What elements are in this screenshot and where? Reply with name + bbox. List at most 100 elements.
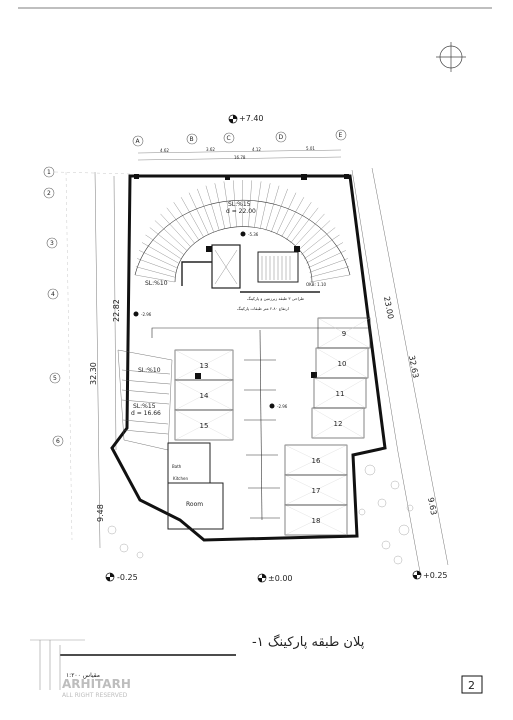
- ramp-tick: [214, 183, 226, 229]
- tree-icon: [390, 480, 400, 490]
- level-marker-center: -2.96: [269, 403, 288, 409]
- level-marker-left: -2.96: [133, 311, 152, 317]
- elevation-marker-top: +7.40: [228, 114, 264, 124]
- ramp-tick: [154, 220, 187, 251]
- ramp-tick: [265, 185, 280, 231]
- ramp-tick: [301, 227, 336, 255]
- parking-stall-diagonal: [284, 504, 348, 536]
- top-dim-2: 3.62: [206, 147, 215, 152]
- ramp-tick: [309, 258, 348, 273]
- page-number-box: [461, 675, 483, 694]
- watermark-brand: ARHITARH: [62, 677, 131, 691]
- columns: [134, 174, 349, 379]
- tree-icon: [381, 540, 391, 550]
- ramp-tick: [259, 183, 271, 229]
- dim-right-outer: 32.63: [407, 355, 420, 379]
- ramp-tick: [298, 220, 331, 251]
- ramp-tick: [271, 188, 288, 233]
- grid-row-5: 5: [53, 375, 57, 382]
- parking-stall-diagonal: [313, 377, 367, 409]
- ramp-tick: [188, 192, 209, 235]
- curved-ramp-ticks: [135, 180, 350, 283]
- column-grid-labels: A B C D E: [136, 132, 343, 145]
- parking-stall-number: 10: [338, 360, 347, 368]
- ramp-lower-slope: SL:%15: [133, 403, 156, 410]
- tree-icon: [406, 504, 414, 512]
- tree-icon: [358, 508, 366, 516]
- stair-core: [257, 251, 299, 283]
- parking-stall-diagonal: [284, 474, 348, 506]
- ramp-tick: [310, 266, 350, 278]
- ramp-lower-distance: d = 16.66: [131, 410, 161, 417]
- elevation-right-label: +0.25: [423, 571, 448, 580]
- elevation-center-label: ±0.00: [268, 574, 293, 583]
- note-line-2: ارتفاع ۲.۸۰ متر طبقات پارکینگ: [237, 306, 289, 311]
- parking-stall: [284, 504, 348, 536]
- ramp-tick: [286, 202, 312, 240]
- parking-stall-number: 17: [312, 487, 321, 495]
- dim-left-outer: 32.30: [89, 362, 98, 385]
- ramp-tick: [254, 181, 262, 228]
- kitchen-label: Kitchen: [173, 476, 188, 481]
- ramp-tick: [137, 258, 176, 273]
- ramp-tick: [248, 180, 252, 228]
- ramp-tick: [304, 234, 340, 259]
- ramp-tick: [149, 227, 184, 255]
- tree-icon: [398, 524, 410, 536]
- ramp-tick: [205, 185, 220, 231]
- top-dim-4: 5.01: [306, 146, 315, 151]
- logo-mark: [30, 639, 85, 690]
- parking-stall-diagonal: [174, 409, 234, 441]
- grid-row-1: 1: [47, 169, 51, 176]
- elevation-marker-right: +0.25: [412, 570, 448, 580]
- ramp-mid-slope: SL:%10: [138, 367, 161, 374]
- parking-stall-diagonal: [174, 349, 234, 381]
- ramp-tick: [139, 250, 177, 268]
- stair-treads: [261, 256, 291, 280]
- grid-row-4: 4: [51, 291, 55, 298]
- column-grid: [132, 129, 347, 147]
- level-ramp-label: -5.36: [248, 232, 259, 237]
- grid-col-d: D: [279, 134, 284, 141]
- row-grid-labels: 1 2 3 4 5 6: [47, 169, 60, 445]
- parking-stall-number: 9: [342, 330, 346, 338]
- ramp-tick: [281, 197, 305, 237]
- tree-icon: [107, 525, 117, 535]
- parking-stall-number: 15: [200, 422, 209, 430]
- grid-row-6: 6: [56, 438, 60, 445]
- ramp-tick: [310, 274, 350, 283]
- drawing-subtitle: مقیاس ۱:۲۰۰: [66, 672, 100, 679]
- top-dim-1: 4.62: [160, 148, 169, 153]
- elevation-marker-center: ±0.00: [257, 573, 293, 583]
- room-label: Room: [186, 501, 203, 508]
- ramp-tick: [308, 250, 346, 268]
- parking-stall-diagonal: [317, 317, 371, 349]
- ramp-tick: [160, 213, 191, 247]
- ramp-left-slope: SL:%10: [145, 280, 168, 287]
- dim-left-inner: 22.82: [112, 299, 121, 322]
- north-arrow-icon: [436, 42, 466, 72]
- elevation-top-label: +7.40: [239, 114, 264, 123]
- landscape-trees: [107, 464, 414, 565]
- tree-icon: [136, 551, 144, 559]
- ramp-tick: [180, 197, 204, 237]
- ramp-tick: [290, 207, 319, 244]
- ramp-tick: [276, 192, 297, 235]
- ramp-tick: [173, 202, 199, 240]
- grid-row-2: 2: [47, 190, 51, 197]
- parking-stall: [174, 409, 234, 441]
- bath-label: Bath: [172, 464, 182, 469]
- building-outline: [110, 174, 387, 542]
- ramp-tick: [145, 234, 181, 259]
- right-dimensions: [351, 167, 449, 573]
- parking-stall-number: 14: [200, 392, 209, 400]
- grid-col-e: E: [339, 132, 343, 139]
- parking-stall-diagonal: [315, 347, 369, 379]
- page-number: 2: [468, 679, 475, 692]
- parking-stall-diagonal: [174, 379, 234, 411]
- parking-stall-diagonal: [284, 444, 348, 476]
- room-block: [167, 482, 224, 530]
- ramp-upper-slope: SL:%15: [228, 201, 251, 208]
- ramp-tick: [135, 274, 175, 283]
- grid-col-a: A: [136, 138, 141, 145]
